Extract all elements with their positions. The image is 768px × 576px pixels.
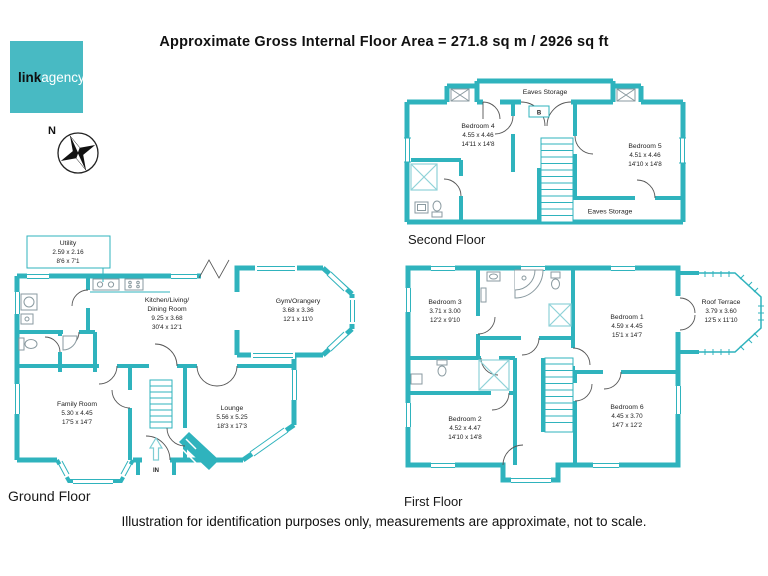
room-label: Bedroom 1 [610,314,643,321]
ground-floor-label: Ground Floor [8,488,91,504]
room-dim-metric: 3.71 x 3.00 [429,308,461,315]
first-floor-plan: Bedroom 3 3.71 x 3.00 12'2 x 9'10 Bedroo… [405,265,764,483]
ground-floor-windows [14,265,356,484]
room-dim-metric: 5.30 x 4.45 [61,410,93,417]
cupboard-icon [548,303,572,327]
room-dim-metric: 9.25 x 3.68 [151,315,183,322]
second-floor-stairs [540,137,574,223]
shower-tray-icon [478,359,510,391]
second-floor-label: Second Floor [408,232,486,247]
room-dim-imperial: 12'2 x 9'10 [430,317,461,324]
hob-icon [124,278,144,291]
room-label: Bedroom 2 [448,416,481,423]
shower-tray-icon [410,163,438,191]
disclaimer-text: Illustration for identification purposes… [121,514,647,529]
room-label: Eaves Storage [588,209,633,216]
first-floor-doors [477,297,696,466]
room-dim-metric: 4.52 x 4.47 [449,425,481,432]
room-dim-imperial: 12'5 x 11'10 [704,317,738,324]
compass-north-label: N [48,125,56,137]
room-label: Gym/Orangery [276,298,321,305]
room-label: Kitchen/Living/ [145,297,189,304]
room-dim-metric: 4.59 x 4.45 [611,323,643,330]
room-label: Bedroom 5 [628,143,661,150]
room-dim-metric: 5.56 x 5.25 [216,414,248,421]
room-label: Roof Terrace [702,299,741,306]
logo-text-bold: link [18,69,42,85]
room-label: Bedroom 3 [428,299,461,306]
ground-floor-labels: Utility 2.59 x 2.16 8'6 x 7'1 Kitchen/Li… [26,235,321,474]
ground-floor-walls [14,259,355,483]
room-dim-imperial: 14'11 x 14'8 [461,141,495,148]
room-dim-metric: 4.55 x 4.46 [462,132,494,139]
logo-text-light: agency [41,69,85,85]
sink-icon [410,373,423,385]
ground-floor-stairs [149,379,173,429]
utility-label-box [26,235,111,269]
second-floor-doors [443,101,656,199]
ground-floor-doors [44,289,238,461]
room-dim-imperial: 14'10 x 14'8 [448,434,482,441]
room-dim-imperial: 8'6 x 7'1 [56,258,80,265]
room-dim-imperial: 14'7 x 12'2 [612,422,643,429]
room-dim-metric: 4.51 x 4.46 [629,152,661,159]
room-label: Dining Room [147,306,187,313]
corner-basin-icon [62,335,78,351]
entrance-arrow-icon [148,436,164,461]
room-label: Family Room [57,401,97,408]
room-label: Bedroom 4 [461,123,494,130]
room-dim-imperial: 15'1 x 14'7 [612,332,643,339]
room-dim-imperial: 18'3 x 17'3 [217,423,248,430]
room-dim-metric: 2.59 x 2.16 [52,249,84,256]
room-dim-imperial: 30'4 x 12'1 [152,324,183,331]
room-label: Eaves Storage [523,89,568,96]
second-floor-plan: B Eaves Storage Eaves Storage Bedroom 4 … [403,78,687,225]
toilet-icon [550,271,561,279]
toilet-icon [436,359,448,366]
entrance-label: IN [153,468,159,474]
room-dim-metric: 4.45 x 3.70 [611,413,643,420]
room-dim-metric: 3.68 x 3.36 [282,307,314,314]
compass-icon: N [48,125,99,174]
first-floor-stairs [544,357,574,433]
second-floor-labels: B Eaves Storage Eaves Storage Bedroom 4 … [461,89,662,216]
room-label: Utility [60,240,77,247]
room-dim-imperial: 17'5 x 14'7 [62,419,93,426]
first-floor-label: First Floor [404,494,463,509]
second-floor-windows [403,137,687,164]
room-label: Bedroom 6 [610,404,643,411]
boiler-cupboard [528,105,550,118]
second-floor-fixtures [410,88,636,218]
room-label: Lounge [221,405,244,412]
kitchen-sink-icon [92,278,120,291]
room-dim-metric: 3.79 x 3.60 [705,308,737,315]
toilet-icon [432,200,442,212]
first-floor-fixtures [410,269,572,391]
ground-floor-fixtures [18,278,170,461]
boiler-label: B [537,111,542,117]
first-floor-labels: Bedroom 3 3.71 x 3.00 12'2 x 9'10 Bedroo… [428,299,740,441]
second-floor-walls [404,78,686,225]
ground-floor-plan: Utility 2.59 x 2.16 8'6 x 7'1 Kitchen/Li… [14,235,356,484]
page-title: Approximate Gross Internal Floor Area = … [159,34,609,50]
compass-star [60,135,96,171]
radiator-icon [480,287,487,303]
room-dim-imperial: 12'1 x 11'0 [283,316,313,323]
toilet-icon [18,337,25,351]
room-dim-imperial: 14'10 x 14'8 [628,161,662,168]
